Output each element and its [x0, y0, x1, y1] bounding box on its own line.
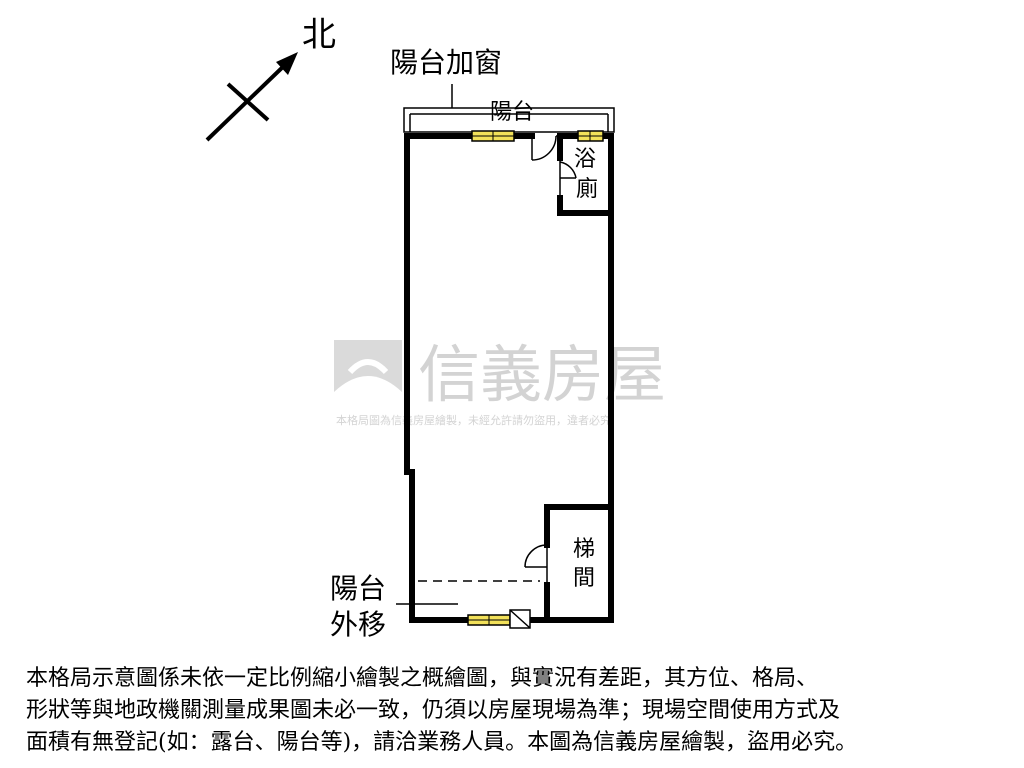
- watermark-brand: 信義房屋: [418, 338, 666, 411]
- door-bathroom-icon: [559, 158, 577, 198]
- vent-box-icon: [509, 609, 531, 629]
- room-labels: 陽台加窗 陽台 浴 廁 梯 間 陽台 外移: [330, 46, 598, 641]
- disclaimer-line-2: 形狀等與地政機關測量成果圖未必一致，仍須以房屋現場為準；現場空間使用方式及: [26, 698, 841, 723]
- stairwell-label-1: 梯: [573, 537, 595, 562]
- bathroom-label-2: 廁: [576, 177, 598, 202]
- bathroom-label-1: 浴: [574, 147, 596, 172]
- compass: 北: [205, 15, 336, 142]
- door-stairwell-icon: [524, 544, 548, 585]
- balcony-label: 陽台: [490, 100, 534, 125]
- window-bottom-icon: [467, 614, 511, 626]
- window-top-right-icon: [577, 130, 604, 142]
- walls: [404, 133, 614, 623]
- disclaimer-line-1: 本格局示意圖係未依一定比例縮小繪製之概繪圖，與實況有差距，其方位、格局、: [26, 666, 819, 691]
- balcony-moved-label-1: 陽台: [330, 572, 386, 605]
- north-label: 北: [302, 15, 336, 55]
- watermark-caption: 本格局圖為信義房屋繪製，未經允許請勿盜用，違者必究: [336, 413, 611, 427]
- door-top-icon: [531, 135, 560, 161]
- window-top-left-icon: [471, 130, 515, 142]
- disclaimer-line-3: 面積有無登記(如：露台、陽台等)，請洽業務人員。本圖為信義房屋繪製，盜用必究。: [26, 730, 858, 755]
- windows: [467, 130, 604, 626]
- balcony-window-label: 陽台加窗: [390, 46, 502, 79]
- balcony-moved-label-2: 外移: [330, 608, 386, 641]
- stairwell-label-2: 間: [573, 566, 595, 591]
- watermark: 信義房屋 本格局圖為信義房屋繪製，未經允許請勿盜用，違者必究: [334, 338, 666, 427]
- north-arrow-icon: [276, 52, 298, 75]
- doors: [509, 135, 577, 629]
- brand-logo-icon: [334, 340, 402, 400]
